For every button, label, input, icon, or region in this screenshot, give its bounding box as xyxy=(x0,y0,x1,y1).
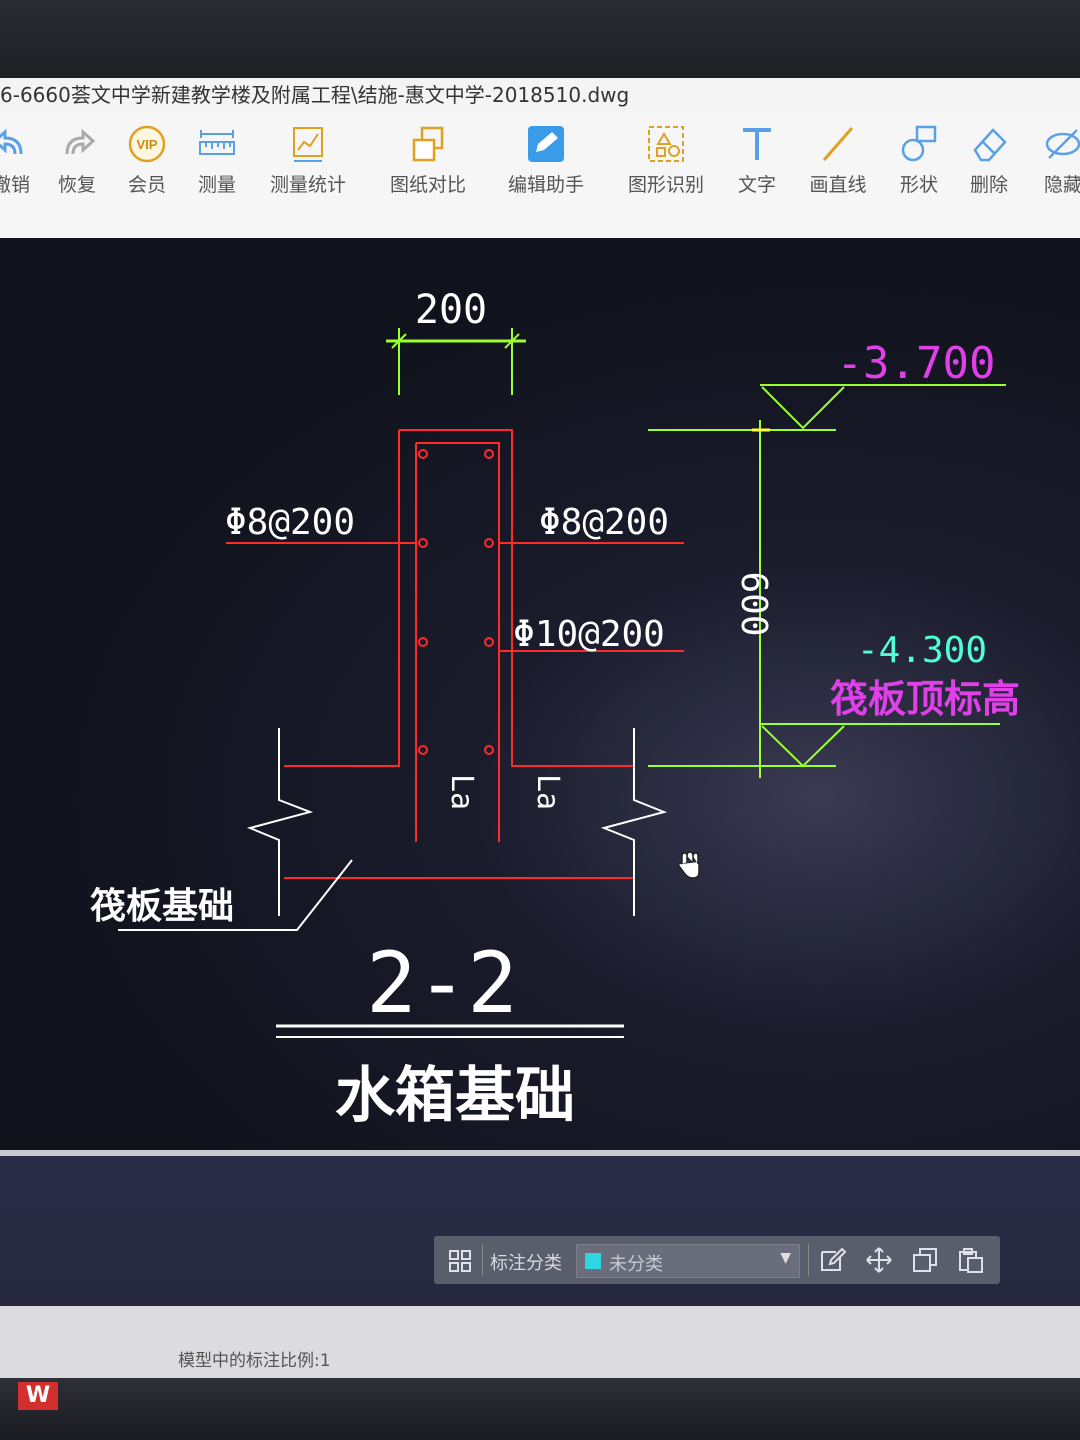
chevron-down-icon: ▼ xyxy=(780,1250,791,1266)
eraser-icon xyxy=(973,128,1007,162)
category-selected-value: 未分类 xyxy=(609,1254,663,1275)
text-button[interactable]: 文字 xyxy=(734,124,780,197)
grid-icon[interactable] xyxy=(448,1249,472,1273)
compare-label: 图纸对比 xyxy=(389,174,466,196)
undo-button[interactable]: 撤销 xyxy=(0,124,36,197)
edit-assistant-button[interactable]: 编辑助手 xyxy=(504,124,588,197)
copy-icon[interactable] xyxy=(910,1246,940,1274)
window-title: 6-6660荟文中学新建教学楼及附属工程\结施-惠文中学-2018510.dwg xyxy=(0,78,1080,112)
hide-icon xyxy=(1045,129,1080,159)
edit-assistant-label: 编辑助手 xyxy=(507,174,584,196)
vip-label: 会员 xyxy=(127,174,166,196)
hand-cursor-icon xyxy=(678,851,700,879)
measure-label: 测量 xyxy=(197,174,236,196)
height-dim-text: 600 xyxy=(733,571,774,636)
shape-recognition-label: 图形识别 xyxy=(627,174,704,196)
move-icon[interactable] xyxy=(864,1246,894,1274)
shape-icon xyxy=(901,125,937,162)
status-bar: 模型中的标注比例:1 xyxy=(0,1306,1080,1378)
delete-button[interactable]: 删除 xyxy=(966,124,1012,197)
status-text: 模型中的标注比例:1 xyxy=(178,1351,331,1371)
category-label: 标注分类 xyxy=(490,1253,562,1274)
redo-button[interactable]: 恢复 xyxy=(52,124,102,197)
delete-label: 删除 xyxy=(969,174,1008,196)
annotation-toolbar: 标注分类 未分类 ▼ xyxy=(434,1236,1000,1284)
undo-label: 撤销 xyxy=(0,174,30,196)
category-select[interactable]: 未分类 ▼ xyxy=(576,1244,800,1278)
monitor-bezel xyxy=(0,0,1080,78)
elevation-dimension xyxy=(648,384,1006,778)
anchor-right-text: La xyxy=(530,774,565,810)
raft-label: 筏板基础 xyxy=(90,885,234,927)
rebar-right-text: Φ8@200 xyxy=(539,502,669,543)
compare-icon xyxy=(412,126,444,162)
width-dim-text: 200 xyxy=(415,287,487,333)
draw-line-button[interactable]: 画直线 xyxy=(806,124,870,197)
drawing-canvas[interactable]: 200 600 Φ8@200 Φ8@200 Φ10@200 La La -3.7… xyxy=(0,238,1080,1150)
ruler-icon xyxy=(199,130,235,155)
main-toolbar: 撤销 恢复 VIP 会员 测量 测量统计 图纸对比 编辑助手 图形识别 文字 画… xyxy=(0,112,1080,239)
undo-icon xyxy=(0,128,23,155)
wall-outline xyxy=(226,429,684,879)
rebar-mid-text: Φ10@200 xyxy=(513,614,665,655)
panel-divider xyxy=(0,1150,1080,1156)
taskbar: W xyxy=(0,1378,1080,1440)
break-lines xyxy=(118,728,668,931)
measure-stats-icon xyxy=(293,127,323,162)
paste-icon[interactable] xyxy=(956,1246,986,1274)
elevation-top-text: -3.700 xyxy=(837,338,996,389)
shape-recognition-button[interactable]: 图形识别 xyxy=(624,124,708,197)
anchor-left-text: La xyxy=(444,774,479,810)
elevation-bottom-text: -4.300 xyxy=(857,630,987,671)
draw-line-label: 画直线 xyxy=(809,174,867,196)
redo-icon xyxy=(65,128,96,155)
rebar-left-text: Φ8@200 xyxy=(225,502,355,543)
edit-note-icon[interactable] xyxy=(818,1246,848,1274)
vip-badge-text: VIP xyxy=(137,137,158,152)
measure-stats-button[interactable]: 测量统计 xyxy=(268,124,348,197)
shape-button[interactable]: 形状 xyxy=(896,124,942,197)
shape-label: 形状 xyxy=(899,174,938,196)
hide-label: 隐藏 xyxy=(1043,174,1080,196)
shape-recognition-icon xyxy=(648,126,684,162)
title-underline xyxy=(276,1024,624,1038)
text-icon xyxy=(743,128,771,160)
category-color-swatch xyxy=(585,1253,601,1269)
measure-stats-label: 测量统计 xyxy=(269,174,346,196)
hide-button[interactable]: 隐藏 xyxy=(1040,124,1080,197)
section-title: 水箱基础 xyxy=(335,1061,575,1131)
raft-top-label: 筏板顶标高 xyxy=(830,676,1020,721)
separator xyxy=(482,1244,483,1276)
line-icon xyxy=(822,127,854,161)
rebar-dots xyxy=(418,449,494,755)
app-logo-icon[interactable]: W xyxy=(18,1382,58,1410)
vip-icon: VIP xyxy=(128,125,166,163)
cad-drawing: 200 600 Φ8@200 Φ8@200 Φ10@200 La La -3.7… xyxy=(90,287,1020,1131)
edit-assistant-icon xyxy=(528,126,564,162)
text-label: 文字 xyxy=(737,174,776,196)
separator xyxy=(808,1244,809,1276)
measure-button[interactable]: 测量 xyxy=(192,124,242,197)
compare-button[interactable]: 图纸对比 xyxy=(386,124,470,197)
section-number: 2-2 xyxy=(366,934,518,1032)
vip-button[interactable]: VIP 会员 xyxy=(122,124,172,197)
redo-label: 恢复 xyxy=(57,174,96,196)
width-dimension xyxy=(386,328,526,395)
